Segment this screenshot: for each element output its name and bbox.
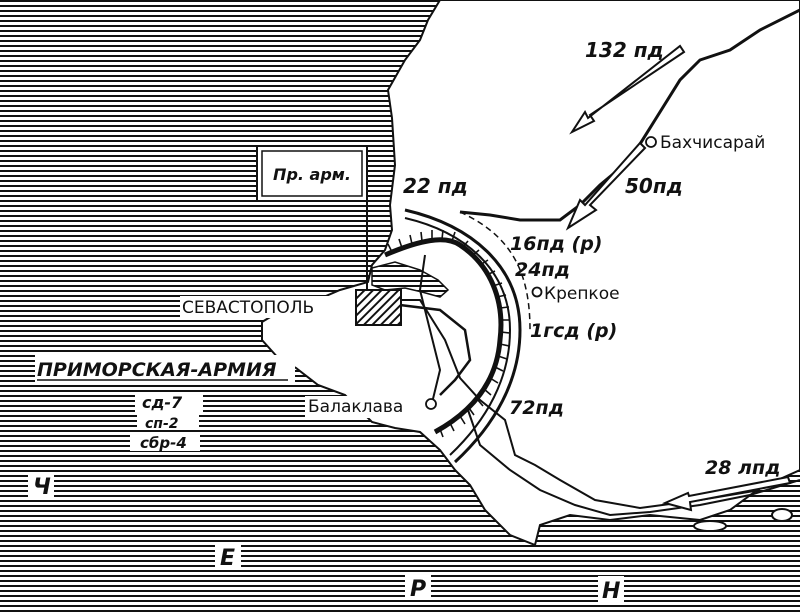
sea-letter-2: Е [220,546,235,571]
army-name: ПРИМОРСКАЯ-АРМИЯ [37,359,277,381]
label-72pd: 72пд [509,397,564,419]
arrow-132pd [569,44,686,135]
road-inner [399,303,472,396]
label-132pd: 132 пд [585,38,664,62]
army-line-2: сп-2 [145,416,179,432]
sevastopol-bay [371,261,450,298]
army-line-3: сбр-4 [140,434,187,452]
label-balaklava: Балаклава [308,397,403,417]
inner-defense-ticks [387,229,511,438]
sea-letter-3: Р [410,577,426,602]
bakhchisaray-marker [645,136,657,148]
road-balaklava [400,254,761,510]
krepkoe-marker [531,286,543,298]
label-16pd: 16пд (р) [510,233,603,255]
outer-defense-dashes [459,211,531,331]
label-sevastopol: СЕВАСТОПОЛЬ [182,298,314,318]
outer-defense-line [404,208,522,464]
arrow-50pd [565,141,647,231]
unit-marker-se [693,520,727,532]
label-50pd: 50пд [625,174,683,198]
label-24pd: 24пд [515,259,570,281]
label-22pd: 22 пд [403,174,468,198]
label-28lpd: 28 лпд [705,457,780,479]
sea-letter-4: Н [602,579,620,604]
balaklava-marker [425,398,437,410]
inner-defense-line [384,237,504,435]
sea-letter-1: Ч [33,475,51,500]
label-krepkoe: Крепкое [544,284,620,304]
southern-coast-strip [467,409,800,517]
unit-marker-se-2 [771,508,793,522]
hq-label: Пр. арм. [273,165,351,184]
army-line-1: сд-7 [142,393,183,412]
arrow-28lpd [661,475,792,512]
label-bakhchisaray: Бахчисарай [660,133,765,153]
label-1gsd: 1гсд (р) [530,320,617,342]
sevastopol-city-block [355,289,402,326]
hq-box [256,145,368,202]
